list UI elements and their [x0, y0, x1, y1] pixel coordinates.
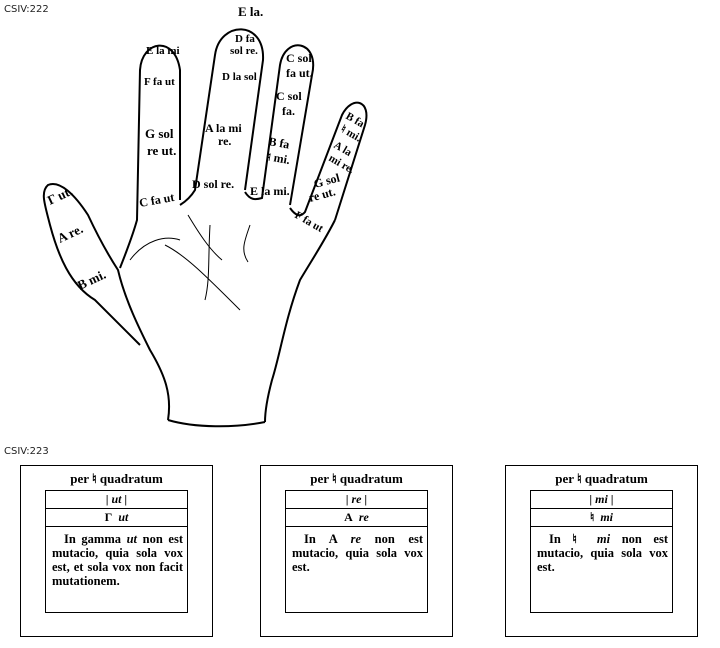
box-text: In ♮ mi non est mutacio, quia sola vox e… [537, 532, 668, 574]
hand-label: ♮ mi. [265, 149, 291, 167]
hand-label: re ut. [147, 143, 176, 158]
hand-label: F fa ut [144, 76, 175, 88]
hand-label: C fa ut [138, 190, 175, 210]
hand-label: A re. [55, 221, 85, 246]
middle-finger-labels: E la. D fa sol re. D la sol A la mi re. … [192, 4, 263, 191]
figure-caption-222: CSIV:222 [4, 4, 49, 15]
ring-finger-labels: C sol fa ut. C sol fa. B fa ♮ mi. E la m… [250, 51, 313, 198]
hand-label: C sol [276, 89, 302, 103]
note-row: ♮mi [531, 509, 672, 527]
hand-label: re. [218, 134, 231, 148]
figure-caption-223: CSIV:223 [4, 446, 49, 457]
natural-sign-icon: ♮ [332, 471, 337, 486]
hand-label: B mi. [75, 267, 108, 293]
box-header: per ♮ quadratum [70, 471, 163, 486]
hand-label: B fa [267, 134, 290, 151]
hand-label: E la. [238, 4, 263, 19]
box-text: In gamma ut non est mutacio, quia sola v… [52, 532, 183, 588]
mutation-box-mi: per ♮ quadratum | mi | ♮mi In ♮ mi non e… [505, 465, 698, 637]
hand-label: Γ ut. [45, 183, 75, 208]
hand-label: G sol [312, 170, 342, 191]
syllable-row: | re | [286, 491, 427, 509]
hand-label: F fa ut [293, 209, 326, 235]
hand-label: E la mi [146, 45, 180, 57]
hand-label: D fa [235, 33, 255, 45]
hand-label: fa. [282, 104, 295, 118]
box-header: per ♮ quadratum [555, 471, 648, 486]
box-text: In A re non est mutacio, quia sola vox e… [292, 532, 423, 574]
index-finger-labels: E la mi F fa ut G sol re ut. C fa ut [138, 45, 180, 210]
palm-lines [129, 214, 251, 311]
hand-label: fa ut. [286, 66, 313, 80]
hand-label: sol re. [230, 45, 258, 57]
hand-label: re ut. [307, 184, 337, 205]
syllable-row: | mi | [531, 491, 672, 509]
hand-label: C sol [286, 51, 312, 65]
natural-sign-icon: ♮ [92, 471, 97, 486]
hand-label: E la mi. [250, 184, 290, 198]
hand-label: G sol [145, 126, 174, 141]
hand-label: D la sol [222, 71, 257, 83]
natural-sign-icon: ♮ [577, 471, 582, 486]
box-inner: | mi | ♮mi In ♮ mi non est mutacio, quia… [530, 490, 673, 613]
guidonian-hand-illustration: Γ ut. A re. B mi. E la mi F fa ut G sol … [42, 4, 368, 428]
syllable-row: | ut | [46, 491, 187, 509]
box-header: per ♮ quadratum [310, 471, 403, 486]
hand-outline [42, 28, 368, 428]
hand-label: A la mi [205, 121, 242, 135]
hand-label: D sol re. [192, 177, 234, 191]
